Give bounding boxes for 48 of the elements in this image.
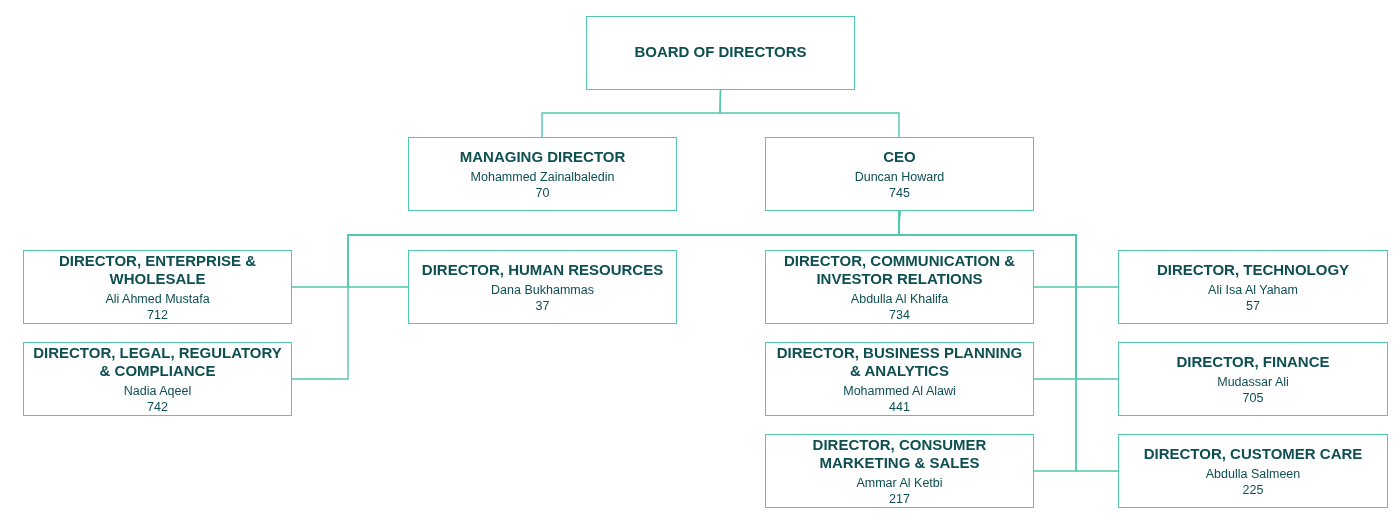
org-box: [408, 250, 677, 324]
staff-count: 217: [889, 490, 910, 507]
person-name: Ammar Al Ketbi: [856, 474, 943, 491]
person-name: Ali Ahmed Mustafa: [105, 290, 210, 307]
person-name: Mudassar Ali: [1217, 373, 1289, 390]
org-box: [586, 16, 855, 90]
org-box: [765, 434, 1034, 508]
role-title: DIRECTOR, CUSTOMER CARE: [1143, 444, 1363, 463]
staff-count: 57: [1246, 297, 1260, 314]
staff-count: 225: [1242, 481, 1264, 498]
connector-line: [719, 89, 900, 138]
staff-count: 441: [889, 398, 910, 415]
role-title: DIRECTOR, HUMAN RESOURCES: [421, 260, 664, 279]
person-name: Abdulla Al Khalifa: [850, 290, 949, 307]
role-title: DIRECTOR, CONSUMER MARKETING & SALES: [811, 435, 988, 472]
person-name: Ali Isa Al Yaham: [1208, 281, 1298, 298]
org-box: [765, 342, 1034, 416]
role-title: CEO: [883, 147, 916, 166]
org-box: [1118, 342, 1388, 416]
person-name: Dana Bukhammas: [491, 281, 594, 298]
staff-count: 712: [147, 306, 168, 323]
role-title: DIRECTOR, BUSINESS PLANNING & ANALYTICS: [775, 343, 1024, 380]
org-box: [408, 137, 677, 211]
org-box: [765, 137, 1034, 211]
person-name: Mohammed Zainalbaledin: [470, 168, 615, 185]
staff-count: 745: [889, 184, 910, 201]
role-title: DIRECTOR, FINANCE: [1176, 352, 1330, 371]
connector-line: [898, 210, 1119, 472]
person-name: Mohammed Al Alawi: [843, 382, 956, 399]
org-box: [1118, 250, 1388, 324]
role-title: DIRECTOR, COMMUNICATION & INVESTOR RELATIONS: [782, 251, 1017, 288]
role-title: DIRECTOR, ENTERPRISE & WHOLESALE: [57, 251, 258, 288]
person-name: Duncan Howard: [854, 168, 945, 185]
org-box: [23, 342, 292, 416]
staff-count: 37: [535, 297, 550, 314]
role-title: DIRECTOR, TECHNOLOGY: [1156, 260, 1350, 279]
org-box: [23, 250, 292, 324]
staff-count: 70: [535, 184, 550, 201]
org-box: [765, 250, 1034, 324]
role-title: MANAGING DIRECTOR: [459, 147, 626, 166]
org-box: [1118, 434, 1388, 508]
staff-count: 705: [1242, 389, 1264, 406]
staff-count: 742: [147, 398, 168, 415]
person-name: Nadia Aqeel: [123, 382, 192, 399]
role-title: DIRECTOR, LEGAL, REGULATORY & COMPLIANCE: [32, 343, 283, 380]
person-name: Abdulla Salmeen: [1205, 465, 1301, 482]
role-title: BOARD OF DIRECTORS: [634, 42, 807, 61]
staff-count: 734: [889, 306, 910, 323]
